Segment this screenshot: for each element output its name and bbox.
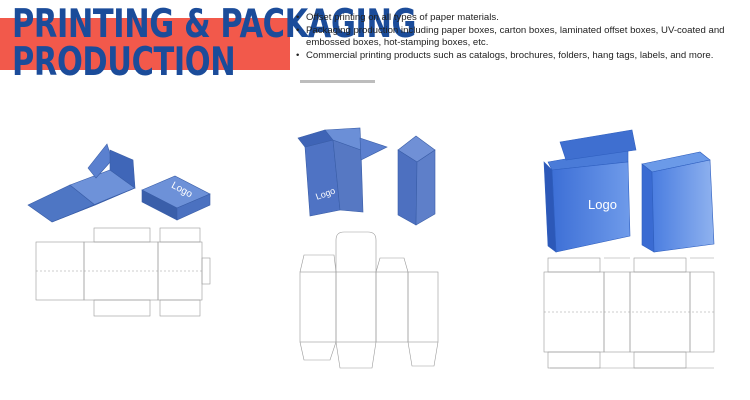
feature-item-offset: Offset printing on all types of paper ma… (296, 12, 736, 25)
mailer-box-dieline (35, 227, 211, 317)
carton-box-dieline (543, 257, 715, 369)
feature-item-commercial: Commercial printing products such as cat… (296, 50, 736, 63)
title-band (0, 18, 290, 70)
feature-item-packaging: Packaging production including paper box… (296, 25, 736, 50)
feature-list: Offset printing on all types of paper ma… (296, 12, 736, 62)
mailer-box-illustration: Logo (27, 143, 211, 223)
tuck-box-dieline (299, 231, 439, 369)
divider (300, 80, 375, 83)
page-title-line-2: PRODUCTION (12, 40, 236, 85)
carton-box-illustration: Logo (543, 129, 715, 253)
tuck-box-illustration: Logo (297, 127, 436, 226)
box-3-logo: Logo (588, 197, 617, 212)
